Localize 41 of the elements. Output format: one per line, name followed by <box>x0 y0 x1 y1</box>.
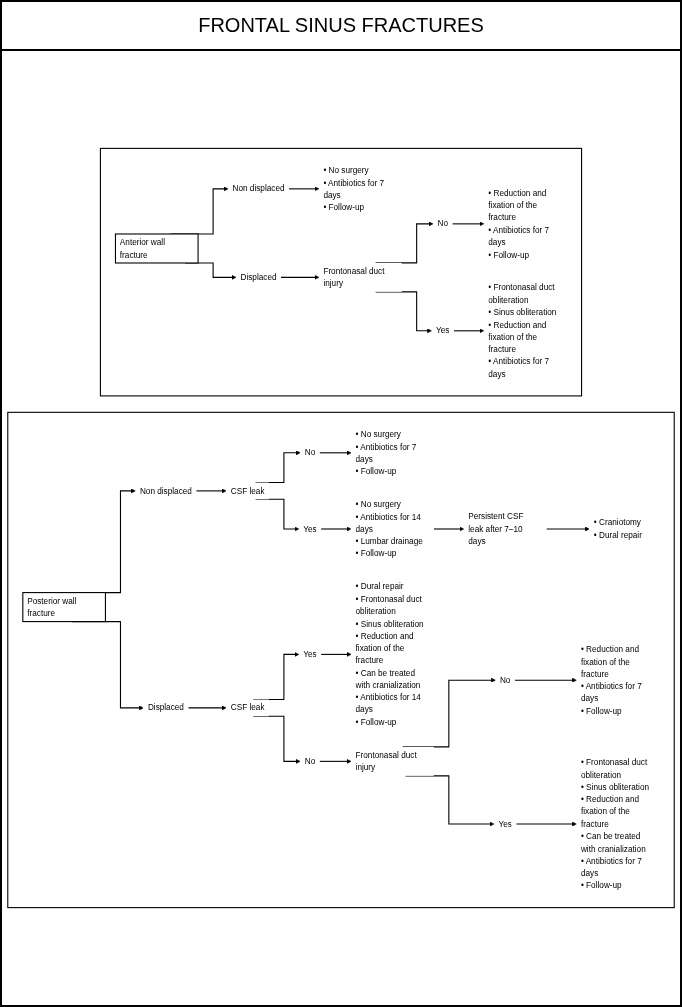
node-text: • No surgery • Antibiotics for 14 days • Lumbar drainage • Follow-up <box>355 499 423 558</box>
arrow <box>545 526 590 532</box>
arrow <box>433 526 465 532</box>
cluster <box>7 411 675 909</box>
node-text: No <box>304 756 316 766</box>
arrow <box>288 186 320 192</box>
node-text: Non displaced <box>232 183 285 194</box>
node-text: • Frontonasal duct obliteration • Sinus obliteration • Reduction and fixation of the fracture • Antibiotics for 7 days <box>488 282 557 379</box>
node-text: No <box>499 675 511 685</box>
node-text: Yes <box>436 325 450 336</box>
arrow <box>453 328 485 334</box>
node-text: No <box>437 218 449 229</box>
node-text: • Craniotomy • Dural repair <box>593 517 642 540</box>
node-text: • Dural repair • Frontonasal duct obliteration • Sinus obliteration • Reduction and fixation of the fracture • Can be treated with cranialization • Antibiotics for 14 days • Follow-up <box>355 581 424 727</box>
node-text: Displaced <box>240 272 277 282</box>
node-text: Yes <box>498 819 512 829</box>
node-text: • Reduction and fixation of the fracture • Antibiotics for 7 days • Follow-up <box>488 188 550 259</box>
arrow <box>319 450 352 456</box>
arrow <box>195 488 227 494</box>
node-text: Persistent CSF leak after 7–10 days <box>468 511 524 546</box>
arrow <box>187 705 227 711</box>
arrow <box>451 221 485 227</box>
arrow <box>515 821 577 827</box>
node-text: • Reduction and fixation of the fracture • Antibiotics for 7 days • Follow-up <box>580 644 642 716</box>
node-text: • No surgery • Antibiotics for 7 days • Follow-up <box>323 165 385 212</box>
arrow <box>280 274 320 280</box>
node-text: • No surgery • Antibiotics for 7 days • Follow-up <box>355 429 417 476</box>
arrow <box>319 758 352 764</box>
node-box: Anterior wall fracture <box>114 233 199 264</box>
node-text: No <box>304 447 316 458</box>
title: FRONTAL SINUS FRACTURES <box>2 2 680 51</box>
cluster <box>99 147 583 397</box>
node-text: Displaced <box>147 702 184 713</box>
arrow <box>320 652 352 657</box>
node-text: Yes <box>303 649 317 659</box>
node-text: • Frontonasal duct obliteration • Sinus obliteration • Reduction and fixation of the fracture • Can be treated with cranialization • Antibiotics for 7 days • Follow-up <box>580 757 650 890</box>
node-text: Non displaced <box>139 485 192 496</box>
arrow <box>514 677 577 683</box>
node-box: Posterior wall fracture <box>22 592 106 623</box>
node-text: Yes <box>303 523 317 534</box>
arrow <box>320 526 352 532</box>
